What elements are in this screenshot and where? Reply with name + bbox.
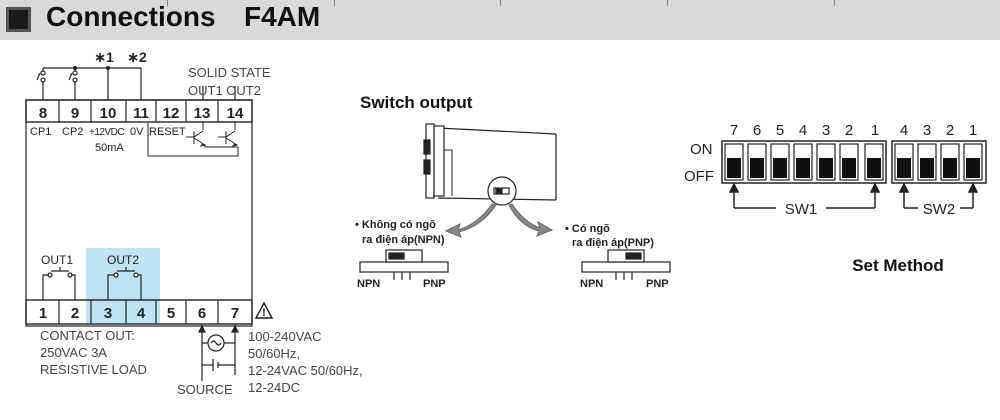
sw1-knob-3: [819, 158, 833, 178]
terminal-14: 14: [227, 105, 244, 122]
power-line-3: 12-24VAC 50/60Hz,: [248, 363, 363, 378]
terminal-2: 2: [71, 305, 79, 322]
cp1-label: CP1: [30, 126, 51, 138]
header-model: F4AM: [244, 1, 321, 32]
out2-relay-contact: [107, 267, 142, 300]
contact-out-line-2: 250VAC 3A: [40, 345, 107, 360]
power-source-wiring: [198, 324, 239, 381]
switch-output-diagram: Switch output • Không có ngõ ra điện áp(…: [355, 93, 671, 290]
top-terminal-strip: [25, 99, 253, 123]
terminal-3: 3: [104, 305, 112, 322]
ma-label: 50mA: [95, 142, 124, 154]
on-label: ON: [690, 141, 713, 158]
sw2-bracket: [898, 182, 979, 209]
pnp-caption-line-1: • Có ngõ: [565, 223, 610, 235]
npn-slide-switch: [359, 249, 449, 280]
power-line-4: 12-24DC: [248, 380, 300, 395]
input-wiring: [36, 66, 142, 100]
sw2-num-3: 3: [923, 122, 931, 139]
sw1-knob-1: [867, 158, 881, 178]
npn-caption-line-2: ra điện áp(NPN): [362, 234, 445, 246]
terminal-5: 5: [167, 305, 175, 322]
header-square-icon: [6, 7, 31, 32]
bottom-terminal-strip: [25, 299, 253, 325]
header-title: Connections: [46, 1, 216, 32]
vdc-label: +12VDC: [89, 127, 124, 138]
contact-out-line-1: CONTACT OUT:: [40, 328, 135, 343]
sw2-num-1: 1: [969, 122, 977, 139]
pnp-slide-switch: [581, 249, 671, 280]
off-label: OFF: [684, 168, 714, 185]
power-line-1: 100-240VAC: [248, 329, 321, 344]
sw1-num-6: 6: [753, 122, 761, 139]
terminal-diagram: [25, 66, 253, 381]
solid-state-outputs-label: OUT1 OUT2: [188, 83, 261, 98]
section-header: Connections F4AM: [0, 0, 1000, 40]
terminal-10: 10: [100, 105, 117, 122]
sw1-knob-2: [842, 158, 856, 178]
sw1-num-1: 1: [871, 122, 879, 139]
sw1-num-7: 7: [730, 122, 738, 139]
out2-label: OUT2: [107, 253, 139, 267]
note-1-label: ∗1: [94, 49, 114, 65]
terminal-diagram-text: ∗1 ∗2 SOLID STATE OUT1 OUT2 8 9 10 11 12…: [30, 49, 363, 397]
note-2-label: ∗2: [127, 49, 147, 65]
reset-transistor-circuit: [147, 122, 239, 157]
sw1-num-2: 2: [845, 122, 853, 139]
out2-highlight: [86, 248, 160, 324]
out1-label: OUT1: [41, 253, 73, 267]
svg-text:!: !: [262, 307, 266, 319]
sw2-num-2: 2: [946, 122, 954, 139]
power-line-2: 50/60Hz,: [248, 346, 300, 361]
zero-v-label: 0V: [130, 126, 144, 138]
device-side-view: [423, 123, 557, 206]
sw1-knob-6: [750, 158, 764, 178]
sw1-knob-4: [796, 158, 810, 178]
reset-label: RESET: [149, 126, 186, 138]
dip-switch-diagram: ON OFF 7 6 5 4 3 2 1 4 3 2 1: [684, 122, 987, 275]
terminal-6: 6: [198, 305, 206, 322]
sw2-label: SW2: [923, 201, 956, 218]
npn-left-label: NPN: [357, 278, 380, 290]
contact-out-line-3: RESISTIVE LOAD: [40, 362, 147, 377]
sw1-knob-7: [727, 158, 741, 178]
sw1-bracket: [728, 182, 881, 209]
warning-icon: !: [254, 301, 274, 319]
sw1-label: SW1: [785, 201, 818, 218]
terminal-1: 1: [39, 305, 47, 322]
terminal-4: 4: [137, 305, 146, 322]
terminal-12: 12: [163, 105, 180, 122]
npn-caption-line-1: • Không có ngõ: [355, 219, 436, 231]
sw2-knob-2: [943, 158, 957, 178]
npn-right-label: NPN: [580, 278, 603, 290]
switch-arrows: [444, 203, 554, 238]
solid-state-label: SOLID STATE: [188, 65, 271, 80]
pnp-left-label: PNP: [423, 278, 446, 290]
sw2-knob-4: [897, 158, 911, 178]
sw2-knob-1: [966, 158, 980, 178]
sw1-numbers: 7 6 5 4 3 2 1: [730, 122, 879, 139]
cp2-label: CP2: [62, 126, 83, 138]
sw2-num-4: 4: [900, 122, 908, 139]
terminal-9: 9: [71, 105, 79, 122]
sw1-num-3: 3: [822, 122, 830, 139]
sw2-knob-3: [920, 158, 934, 178]
sw1-switch-bank: [721, 140, 887, 184]
sw2-switch-bank: [891, 140, 987, 184]
terminal-8: 8: [39, 105, 47, 122]
sw1-num-5: 5: [776, 122, 784, 139]
terminal-11: 11: [133, 105, 149, 122]
sw1-knob-5: [773, 158, 787, 178]
switch-output-title: Switch output: [360, 93, 473, 112]
set-method-caption: Set Method: [852, 256, 944, 275]
sw2-numbers: 4 3 2 1: [900, 122, 977, 139]
terminal-13: 13: [194, 105, 211, 122]
pnp-right-label: PNP: [646, 278, 669, 290]
sw1-num-4: 4: [799, 122, 807, 139]
out1-relay-contact: [42, 267, 76, 300]
source-label: SOURCE: [177, 382, 233, 397]
terminal-7: 7: [231, 305, 239, 322]
pnp-caption-line-2: ra điện áp(PNP): [572, 237, 654, 249]
